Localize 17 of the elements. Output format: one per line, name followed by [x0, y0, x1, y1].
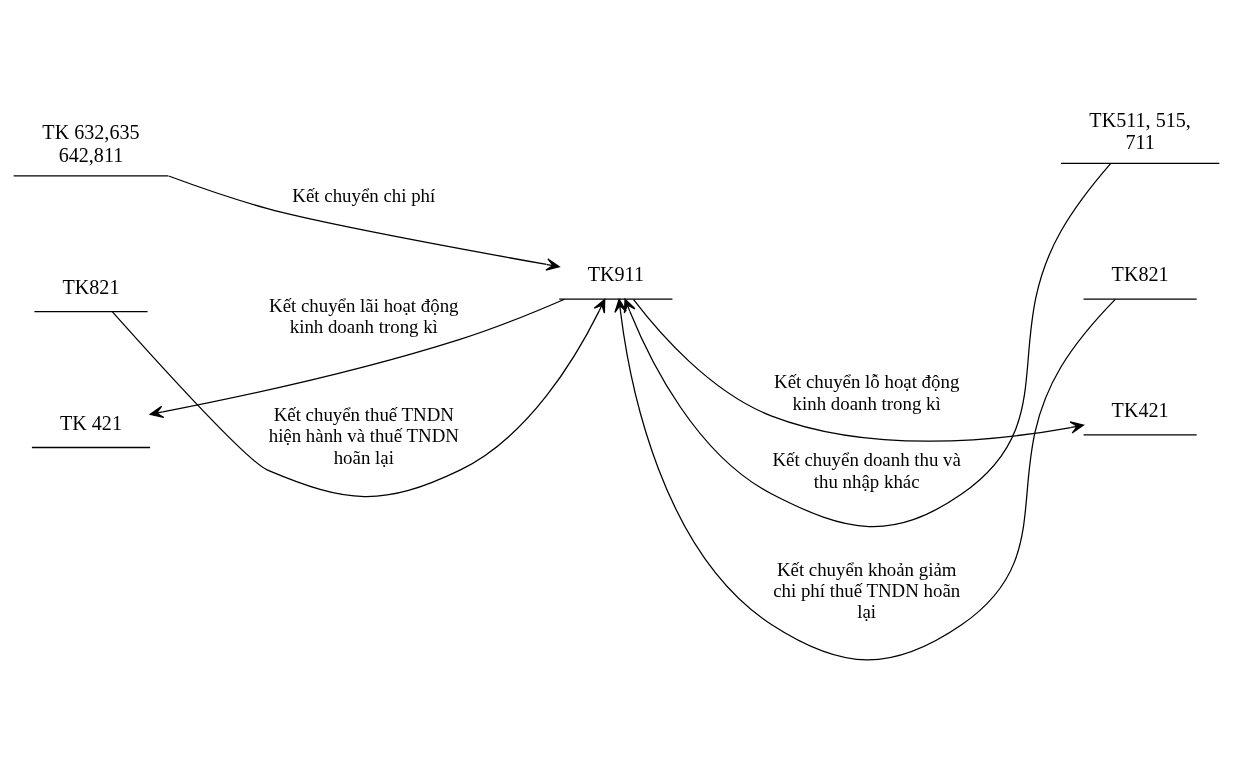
edge-label: Kết chuyển doanh thu và thu nhập khác	[772, 448, 961, 492]
edge-label: Kết chuyển chi phí	[292, 184, 436, 206]
arrow	[632, 298, 1085, 442]
arrow	[168, 174, 560, 271]
node-text: TK821	[62, 275, 120, 298]
arrow	[111, 298, 606, 497]
node-text: TK 421	[59, 411, 122, 434]
edge-label: Kết chuyển lỗ hoạt động kinh doanh trong kì	[774, 370, 960, 414]
edge-label: Kết chuyển khoản giảm chi phí thuế TNDN hoãn lại	[773, 558, 961, 622]
node-text: TK911	[587, 262, 644, 285]
edge-label: Kết chuyển thuế TNDN hiện hành và thuế TNDN hoãn lại	[268, 403, 459, 468]
node-text: TK511, 515, 711	[1089, 108, 1191, 153]
arrow	[149, 298, 566, 418]
edge-label: Kết chuyển lãi hoạt động kinh doanh trong kì	[269, 294, 459, 337]
node-text: TK 632,635 642,811	[42, 120, 140, 166]
node-text: TK421	[1111, 398, 1169, 421]
node-text: TK821	[1111, 262, 1169, 285]
